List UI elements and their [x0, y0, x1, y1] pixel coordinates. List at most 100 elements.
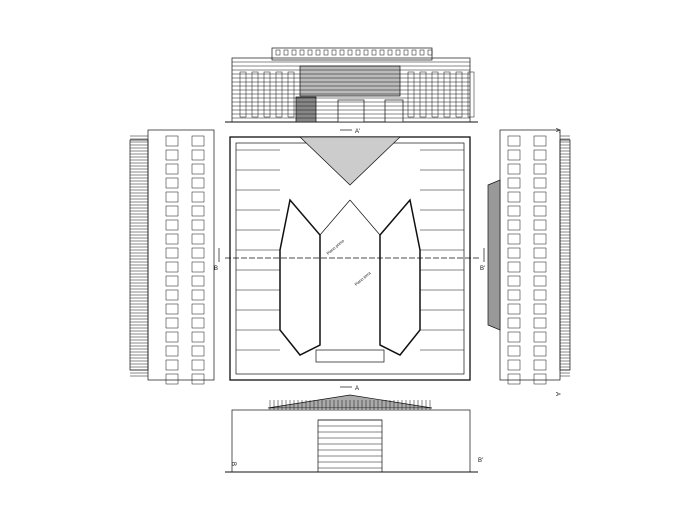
window [165, 373, 179, 385]
window [387, 49, 393, 56]
window [533, 233, 547, 245]
window [165, 233, 179, 245]
window [191, 359, 205, 371]
window [507, 135, 521, 147]
window [283, 49, 289, 56]
window [191, 205, 205, 217]
window [507, 177, 521, 189]
window [507, 247, 521, 259]
window [371, 49, 377, 56]
window [533, 317, 547, 329]
window [507, 163, 521, 175]
label-ground-floor: Piano terra [353, 270, 372, 287]
bottom-elevation [225, 394, 478, 473]
window [533, 149, 547, 161]
window [165, 359, 179, 371]
label-b-bottom-right: B' [478, 458, 483, 464]
window [507, 317, 521, 329]
window [191, 331, 205, 343]
window [431, 71, 439, 118]
window [533, 219, 547, 231]
window [507, 289, 521, 301]
window [407, 71, 415, 118]
label-a-right-top: A' [554, 128, 560, 133]
label-a-right-bottom: A [554, 392, 560, 396]
window [507, 191, 521, 203]
window [533, 331, 547, 343]
window [165, 135, 179, 147]
window [427, 49, 433, 56]
window [533, 373, 547, 385]
label-b-bottom-left: B [230, 462, 236, 466]
window [507, 233, 521, 245]
window [533, 163, 547, 175]
window [419, 71, 427, 118]
window [191, 275, 205, 287]
label-b-left: B [214, 266, 218, 272]
window [467, 71, 475, 118]
window [363, 49, 369, 56]
window [191, 135, 205, 147]
window [165, 275, 179, 287]
window [191, 233, 205, 245]
window [165, 289, 179, 301]
window [533, 177, 547, 189]
window [507, 345, 521, 357]
left-elevation [129, 129, 215, 381]
window [165, 331, 179, 343]
window [191, 261, 205, 273]
window [443, 71, 451, 118]
window [251, 71, 259, 118]
window [507, 219, 521, 231]
window [191, 163, 205, 175]
window [507, 261, 521, 273]
window [165, 219, 179, 231]
window [191, 191, 205, 203]
window [275, 49, 281, 56]
window [507, 303, 521, 315]
label-a-top: A' [355, 129, 360, 135]
window [191, 149, 205, 161]
window [533, 135, 547, 147]
window [165, 345, 179, 357]
window [191, 345, 205, 357]
window [395, 49, 401, 56]
window [275, 71, 283, 118]
window [165, 247, 179, 259]
window [165, 303, 179, 315]
window [339, 49, 345, 56]
window [533, 261, 547, 273]
window [507, 275, 521, 287]
window [533, 275, 547, 287]
window [411, 49, 417, 56]
window [507, 359, 521, 371]
window [191, 373, 205, 385]
right-elevation [487, 129, 571, 381]
window [533, 289, 547, 301]
section-arrows [218, 129, 485, 388]
window [165, 149, 179, 161]
window [191, 289, 205, 301]
window [507, 331, 521, 343]
label-a-bottom: A [355, 386, 359, 392]
window [165, 261, 179, 273]
window [323, 49, 329, 56]
window [165, 163, 179, 175]
window [533, 191, 547, 203]
floor-plan [225, 136, 480, 381]
window [455, 71, 463, 118]
window [299, 49, 305, 56]
window [239, 71, 247, 118]
window [379, 49, 385, 56]
window [165, 191, 179, 203]
window [263, 71, 271, 118]
window [165, 205, 179, 217]
window [191, 177, 205, 189]
window [419, 49, 425, 56]
window [533, 345, 547, 357]
window [331, 49, 337, 56]
window [191, 317, 205, 329]
window [533, 205, 547, 217]
window [307, 49, 313, 56]
